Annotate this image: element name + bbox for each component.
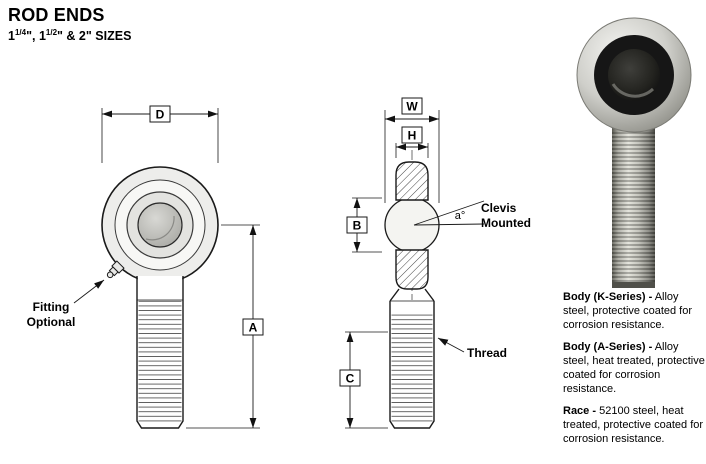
side-view: W H B a° Cle [339, 97, 531, 429]
clevis-label-line2: Mounted [481, 216, 531, 230]
dim-w-label: W [406, 100, 418, 114]
angle-label: a° [455, 210, 466, 222]
housing-bottom-hatch [395, 249, 429, 290]
note-lead: Race - [563, 405, 597, 418]
neck-line-left [389, 288, 400, 302]
angle-annotation: a° Clevis Mounted [413, 200, 531, 230]
page-subtitle: 11/4", 11/2" & 2" SIZES [8, 28, 131, 43]
note-lead: Body (A-Series) - [563, 341, 653, 354]
size-text: " & 2" SIZES [57, 29, 132, 44]
size-fraction: 1/4 [14, 28, 27, 37]
dim-c-label: C [346, 372, 355, 386]
thread-texture [391, 312, 433, 424]
photo-bore [608, 49, 660, 101]
dimension-b: B [346, 197, 382, 253]
photo-head-rim [576, 17, 692, 133]
size-text: ", 1 [26, 29, 46, 44]
dim-d-label: D [156, 108, 165, 122]
note-text: Alloy steel, heat treated, protective co… [563, 341, 705, 395]
housing-top-hatch [395, 161, 429, 201]
shank-outline [136, 276, 184, 429]
thread-texture [138, 300, 182, 424]
page-header: ROD ENDS 11/4", 11/2" & 2" SIZES [8, 5, 131, 43]
neck-line-right [424, 288, 435, 302]
page-title: ROD ENDS [8, 5, 105, 25]
bore [137, 202, 183, 248]
fitting-label-line1: Fitting [33, 300, 70, 314]
photo-shank-end [612, 282, 655, 288]
fitting-callout: Fitting Optional [27, 279, 105, 329]
shank-outline [389, 301, 435, 429]
note-k-series: Body (K-Series) - Alloy steel, protectiv… [563, 291, 705, 332]
thread-label: Thread [467, 346, 507, 360]
size-fraction: 1/2 [45, 28, 58, 37]
note-race: Race - 52100 steel, heat treated, protec… [563, 405, 705, 446]
dim-b-label: B [353, 219, 362, 233]
front-view: D A Fitting Optional [27, 105, 264, 429]
fitting-label-line2: Optional [27, 315, 76, 329]
note-text: Alloy steel, protective coated for corro… [563, 291, 693, 331]
thread-callout: Thread [437, 337, 507, 360]
grease-fitting-icon [106, 260, 125, 279]
fitting-leader-arrow [73, 279, 105, 304]
note-lead: Body (K-Series) - [563, 291, 653, 303]
dim-h-label: H [408, 129, 417, 143]
angle-line-lower [413, 223, 485, 226]
note-text: 52100 steel, heat treated, protective co… [563, 405, 704, 445]
angle-line-upper [413, 200, 485, 226]
dimension-d: D [101, 105, 219, 163]
dimension-w: W [384, 97, 440, 203]
product-photo [576, 17, 692, 288]
dim-a-label: A [249, 321, 258, 335]
dimension-a: A [186, 224, 264, 429]
photo-threads [612, 132, 655, 284]
dimension-c: C [339, 331, 388, 429]
bore-shading-arc [145, 215, 175, 241]
photo-bore-highlight [611, 83, 655, 98]
note-a-series: Body (A-Series) - Alloy steel, heat trea… [563, 341, 705, 396]
size-text: 1 [8, 29, 15, 44]
material-notes: Body (K-Series) - Alloy steel, protectiv… [563, 291, 705, 456]
dimension-h: H [395, 126, 429, 158]
thread-leader-arrow [437, 337, 465, 353]
clevis-label-line1: Clevis [481, 201, 517, 215]
